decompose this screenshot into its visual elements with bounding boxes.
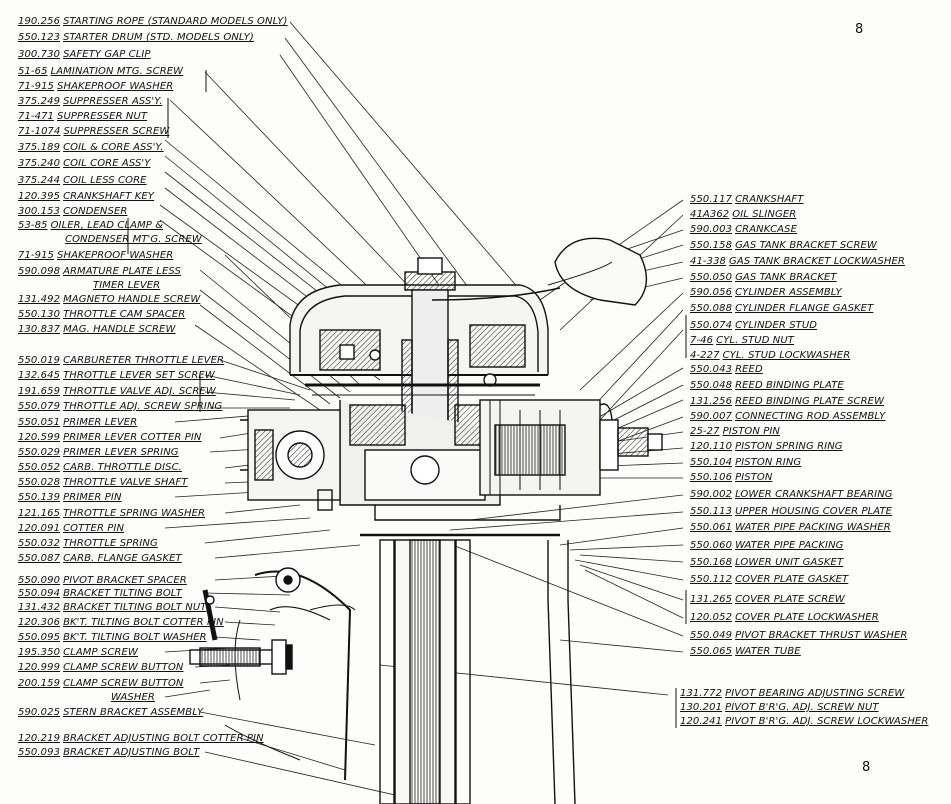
part-label: TIMER LEVER — [93, 280, 161, 291]
part-label: WASHER — [111, 692, 155, 703]
part-label: CONDENSER MT'G. SCREW — [65, 234, 202, 245]
page-number-top: 8 — [855, 22, 864, 37]
page-number-bottom: 8 — [862, 760, 871, 775]
engine-body — [189, 237, 663, 804]
label-brackets — [127, 70, 687, 728]
